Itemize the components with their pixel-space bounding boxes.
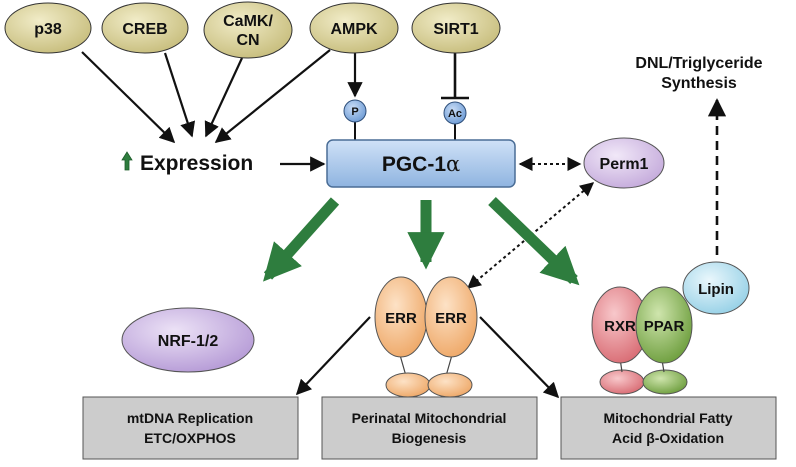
nrf-node: NRF-1/2 — [121, 307, 255, 373]
svg-text:Perinatal Mitochondrial: Perinatal Mitochondrial — [352, 410, 507, 426]
up-arrow-icon — [121, 151, 133, 171]
rxr-ppar-lipin-complex: RXR PPAR Lipin — [591, 261, 750, 395]
ppar-label: PPAR — [644, 318, 685, 335]
svg-text:ETC/OXPHOS: ETC/OXPHOS — [144, 430, 236, 446]
regulator-p38: p38 — [4, 2, 92, 54]
err-label: ERR — [435, 310, 467, 327]
svg-text:P: P — [351, 106, 358, 118]
pgc1a-label: PGC-1 — [382, 153, 447, 176]
err-output-arrows — [295, 316, 560, 399]
lipin-label: Lipin — [698, 281, 734, 298]
phosphorylation-badge: P — [343, 99, 367, 123]
expression-label: Expression — [140, 152, 253, 175]
regulator-label: AMPK — [330, 21, 378, 38]
regulator-ampk: AMPK — [309, 2, 399, 54]
regulator-creb: CREB — [101, 2, 189, 54]
err-label: ERR — [385, 310, 417, 327]
svg-text:NRF-1/2: NRF-1/2 — [158, 333, 219, 350]
dnl-label-line1: DNL/Triglyceride — [635, 55, 762, 72]
green-activation-arrows — [263, 197, 580, 286]
output-box-mtdna: mtDNA Replication ETC/OXPHOS — [82, 396, 299, 460]
err-dimer: ERR ERR — [374, 276, 478, 398]
svg-text:Mitochondrial Fatty: Mitochondrial Fatty — [603, 410, 732, 426]
dnl-label-line2: Synthesis — [661, 75, 737, 92]
regulator-label: CaMK/ — [223, 13, 273, 30]
regulator-label: CN — [236, 32, 259, 49]
regulator-label: p38 — [34, 21, 62, 38]
svg-text:PGC-1α: PGC-1α — [382, 152, 460, 176]
svg-text:Acid β-Oxidation: Acid β-Oxidation — [612, 430, 724, 446]
output-box-fatty-acid: Mitochondrial Fatty Acid β-Oxidation — [560, 396, 777, 460]
regulator-arrows — [81, 49, 331, 144]
svg-text:mtDNA Replication: mtDNA Replication — [127, 410, 253, 426]
rxr-label: RXR — [604, 318, 636, 335]
svg-text:Perm1: Perm1 — [600, 156, 649, 173]
pgc1a-node: PGC-1α — [326, 139, 516, 188]
acetylation-badge: Ac — [443, 101, 467, 125]
sirt1-inhibition — [441, 52, 469, 100]
regulator-label: CREB — [122, 21, 167, 38]
svg-text:Biogenesis: Biogenesis — [392, 430, 467, 446]
perm1-node: Perm1 — [583, 137, 665, 189]
regulator-camk-cn: CaMK/ CN — [203, 1, 293, 59]
output-box-biogenesis: Perinatal Mitochondrial Biogenesis — [321, 396, 538, 460]
regulator-label: SIRT1 — [433, 21, 478, 38]
alpha-symbol: α — [446, 152, 460, 176]
regulator-sirt1: SIRT1 — [411, 2, 501, 54]
svg-text:Ac: Ac — [448, 108, 462, 120]
